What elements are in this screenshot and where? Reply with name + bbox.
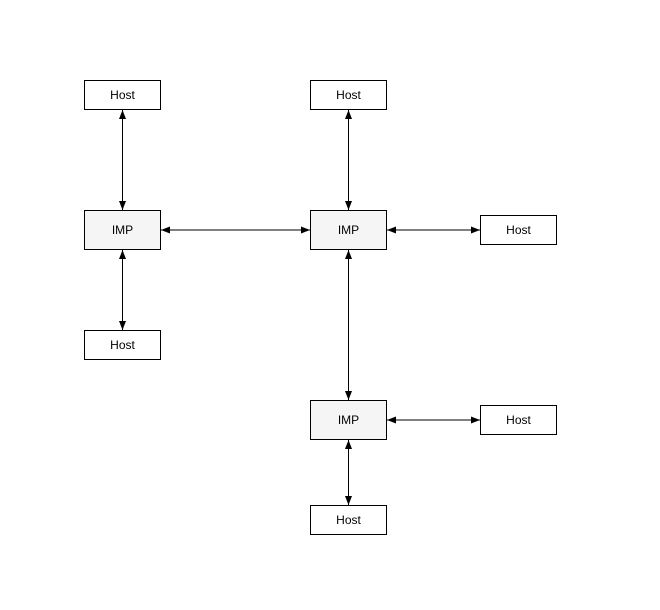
node-imp-left[interactable]: IMP <box>84 210 161 250</box>
node-label: Host <box>336 513 361 527</box>
node-host-top-center[interactable]: Host <box>310 80 387 110</box>
node-host-left-lower[interactable]: Host <box>84 330 161 360</box>
node-host-bottom[interactable]: Host <box>310 505 387 535</box>
node-label: IMP <box>337 413 360 427</box>
node-imp-lower[interactable]: IMP <box>310 400 387 440</box>
node-label: Host <box>336 88 361 102</box>
node-imp-center[interactable]: IMP <box>310 210 387 250</box>
node-label: Host <box>506 413 531 427</box>
node-label: Host <box>110 88 135 102</box>
node-label: Host <box>506 223 531 237</box>
node-host-right-upper[interactable]: Host <box>480 215 557 245</box>
node-label: Host <box>110 338 135 352</box>
node-label: IMP <box>111 223 134 237</box>
node-label: IMP <box>337 223 360 237</box>
node-host-top-left[interactable]: Host <box>84 80 161 110</box>
node-host-right-lower[interactable]: Host <box>480 405 557 435</box>
